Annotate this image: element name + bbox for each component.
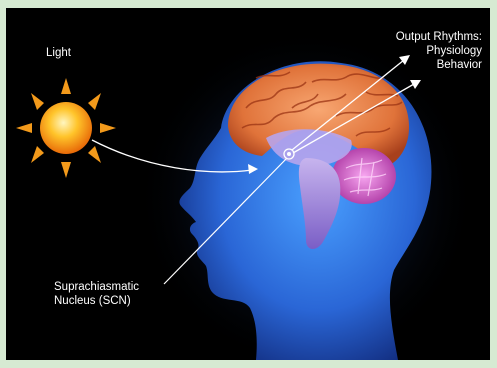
diagram-panel: Light Output Rhythms: Physiology Behavio…: [6, 8, 490, 360]
scn-label: Suprachiasmatic Nucleus (SCN): [54, 280, 139, 308]
scn-dot: [287, 152, 291, 156]
scn-label-line2: Nucleus (SCN): [54, 294, 139, 308]
scn-label-line1: Suprachiasmatic: [54, 280, 139, 294]
output-rhythms-title: Output Rhythms:: [396, 30, 482, 44]
sun-icon: [40, 102, 92, 154]
output-physiology-label: Physiology: [396, 44, 482, 58]
output-behavior-label: Behavior: [396, 58, 482, 72]
light-label: Light: [46, 46, 71, 60]
output-rhythms-label: Output Rhythms: Physiology Behavior: [396, 30, 482, 72]
